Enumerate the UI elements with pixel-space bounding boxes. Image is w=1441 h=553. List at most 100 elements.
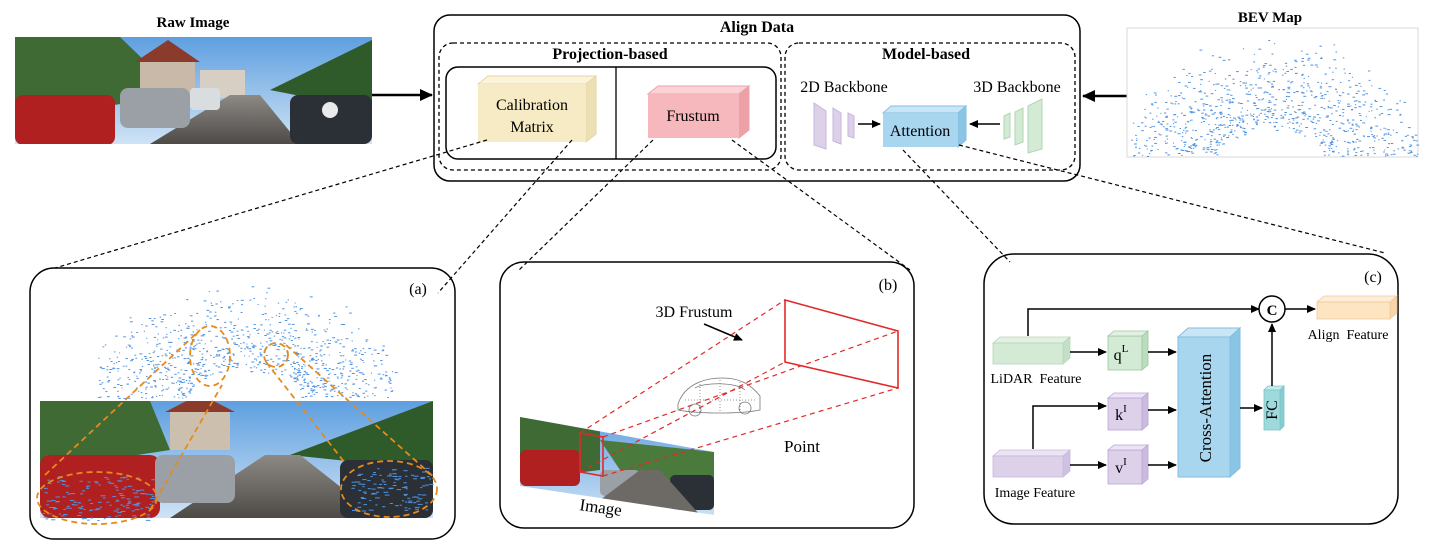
lidar-point bbox=[102, 388, 105, 390]
lidar-point bbox=[1320, 142, 1323, 144]
overlay-point bbox=[118, 493, 123, 495]
lidar-point bbox=[277, 363, 280, 365]
lidar-point bbox=[359, 358, 362, 360]
lidar-point bbox=[354, 354, 358, 356]
lidar-point bbox=[310, 382, 314, 384]
lidar-point bbox=[1389, 108, 1393, 110]
lidar-point bbox=[1215, 141, 1217, 143]
lidar-point bbox=[1355, 129, 1358, 131]
overlay-point bbox=[403, 493, 408, 495]
lidar-point bbox=[1301, 58, 1304, 59]
lidar-point bbox=[296, 353, 299, 354]
lidar-point bbox=[1328, 154, 1330, 156]
overlay-point bbox=[89, 510, 92, 512]
overlay-point bbox=[65, 485, 70, 487]
lidar-point bbox=[305, 396, 308, 397]
lidar-point bbox=[179, 380, 182, 382]
backbone-3d-layers bbox=[1003, 98, 1043, 154]
lidar-point bbox=[164, 375, 167, 377]
lidar-point bbox=[345, 397, 347, 399]
svg-text:qL: qL bbox=[1114, 343, 1129, 364]
lidar-point bbox=[1299, 109, 1302, 110]
lidar-point bbox=[1213, 129, 1215, 131]
lidar-point bbox=[129, 346, 132, 348]
lidar-point bbox=[287, 299, 289, 301]
overlay-point bbox=[113, 510, 119, 512]
panel-c-arrows bbox=[1027, 305, 1316, 469]
lidar-point bbox=[1172, 119, 1175, 121]
lidar-point bbox=[1324, 94, 1327, 96]
lidar-point bbox=[268, 332, 271, 334]
lidar-point bbox=[221, 336, 224, 338]
lidar-point bbox=[259, 348, 262, 350]
lidar-point bbox=[297, 345, 300, 347]
lidar-point bbox=[302, 374, 306, 376]
lidar-point bbox=[1349, 127, 1353, 129]
lidar-point bbox=[247, 330, 250, 332]
lidar-point bbox=[1164, 140, 1166, 142]
attention-block: Attention bbox=[881, 104, 968, 149]
overlay-point bbox=[131, 510, 135, 512]
lidar-point bbox=[303, 363, 305, 365]
lidar-point bbox=[1337, 106, 1340, 108]
lidar-point bbox=[1154, 131, 1157, 132]
lidar-point bbox=[311, 328, 314, 330]
lidar-point bbox=[1167, 154, 1171, 156]
lidar-point bbox=[1174, 131, 1177, 133]
align-data-title: Align Data bbox=[720, 19, 794, 36]
overlay-point bbox=[52, 507, 56, 508]
connector-lines bbox=[54, 139, 1386, 294]
lidar-point bbox=[1253, 118, 1255, 120]
lidar-point bbox=[1339, 95, 1342, 97]
lidar-point bbox=[1392, 129, 1394, 131]
lidar-point bbox=[345, 383, 347, 385]
lidar-point bbox=[165, 327, 167, 329]
lidar-point bbox=[1282, 100, 1286, 102]
lidar-point bbox=[266, 359, 269, 361]
lidar-point bbox=[141, 358, 143, 360]
lidar-point bbox=[99, 383, 102, 385]
lidar-point bbox=[1239, 81, 1242, 83]
lidar-point bbox=[129, 338, 132, 340]
lidar-point bbox=[303, 379, 305, 381]
lidar-point bbox=[1149, 126, 1152, 128]
lidar-point bbox=[1307, 59, 1310, 61]
lidar-point bbox=[295, 345, 297, 347]
lidar-point bbox=[187, 357, 190, 359]
lidar-point bbox=[1355, 141, 1357, 143]
lidar-point bbox=[171, 353, 173, 355]
lidar-point bbox=[303, 385, 305, 387]
lidar-point bbox=[372, 393, 374, 395]
lidar-point bbox=[1264, 63, 1268, 65]
lidar-point bbox=[180, 391, 183, 393]
lidar-point bbox=[1412, 137, 1414, 139]
lidar-point bbox=[216, 354, 218, 356]
lidar-point bbox=[1246, 100, 1250, 102]
lidar-point bbox=[204, 343, 206, 345]
lidar-point bbox=[333, 390, 336, 392]
lidar-point bbox=[388, 377, 391, 379]
overlay-point bbox=[401, 500, 405, 502]
lidar-point bbox=[1342, 92, 1345, 94]
lidar-point bbox=[139, 370, 143, 372]
overlay-point bbox=[62, 496, 66, 498]
overlay-point bbox=[404, 507, 408, 509]
overlay-point bbox=[61, 515, 65, 517]
lidar-point bbox=[1165, 152, 1168, 154]
lidar-point bbox=[346, 379, 350, 381]
lidar-point bbox=[1151, 104, 1154, 106]
overlay-point bbox=[381, 479, 384, 481]
lidar-point bbox=[154, 364, 158, 366]
lidar-point bbox=[193, 340, 196, 342]
lidar-point bbox=[125, 365, 128, 367]
lidar-point bbox=[1241, 118, 1244, 120]
overlay-point bbox=[401, 487, 406, 489]
lidar-point bbox=[143, 330, 145, 332]
lidar-point bbox=[1264, 113, 1266, 115]
lidar-point bbox=[1217, 99, 1220, 101]
lidar-point bbox=[267, 287, 271, 289]
lidar-point bbox=[296, 369, 298, 371]
lidar-point bbox=[1263, 109, 1266, 111]
lidar-point bbox=[1226, 93, 1230, 95]
lidar-point bbox=[1133, 155, 1135, 157]
